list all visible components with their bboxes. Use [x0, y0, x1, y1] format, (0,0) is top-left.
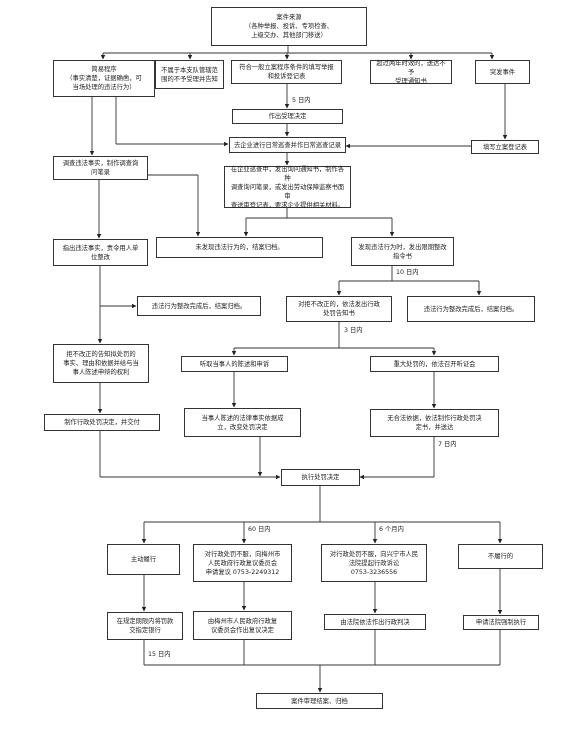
node-no-legal-basis: 无合法依据，依法制作行政处罚决 定书，并送达	[370, 409, 499, 437]
node-fill-case-register: 填写立案登记表	[471, 140, 539, 154]
node-case-closed: 案件审理结案、归档	[256, 693, 383, 709]
node-no-violation-close: 未发现违法行为的，结案归档。	[156, 237, 323, 258]
node-rectified-close-left: 违法行为整改完成后，结案归档。	[137, 296, 261, 316]
label-10-days: 10 日内	[396, 269, 419, 276]
node-hear-statement: 听取当事人的陈述和申诉	[181, 356, 288, 372]
label-15-days: 15 日内	[148, 651, 171, 658]
node-not-in-scope: 不属于本支队管辖范 围的不予受理并告知	[155, 60, 224, 89]
node-apply-review: 对行政处罚不服，向梅州市 人民政府行政复议委员会 申请复议 0753-22493…	[193, 544, 292, 582]
label-7-days: 7 日内	[438, 441, 457, 448]
node-daily-inspection-record: 去企业进行日常巡查并作日常巡查记录	[229, 137, 346, 153]
node-major-penalty-hearing: 重大处罚的，依法召开听证会	[370, 356, 499, 372]
node-notify-penalty-rights: 拒不改正的告知拟处罚的 事实、理由和依据并给与当 事人陈述申辩的权利	[53, 344, 149, 383]
node-refuse-rectify-notice: 对拒不改正的，依法发出行政 处罚告知书	[286, 296, 392, 322]
node-voluntary-performance: 主动履行	[107, 544, 180, 575]
node-found-violation: 发现违法行为时，发出限期整改 指令书	[351, 237, 454, 266]
node-investigate-facts: 调查违法事实，制作调查询 问笔录	[53, 156, 148, 180]
node-facts-established: 当事人陈述的法律事实依据成 立，改变处罚决定	[184, 408, 301, 437]
node-execute-penalty: 执行处罚决定	[281, 469, 360, 486]
label-6-months: 6 个月内	[379, 526, 404, 533]
node-not-perform: 不履行的	[458, 544, 543, 569]
node-sudden-event: 突发事件	[475, 60, 530, 84]
node-general-procedure: 符合一般立案程序条件的填写举报 和投诉登记表	[231, 60, 342, 84]
node-make-penalty-decision: 制作行政处罚决定，并交付	[44, 414, 160, 431]
node-case-source: 案件来源 （各种举报、投诉、专项检查、 上级交办、其他部门移送）	[211, 7, 367, 46]
node-apply-enforcement: 申请法院强制执行	[463, 615, 539, 630]
node-point-out-violation: 指出违法事实，责令用人单 位整改	[53, 239, 148, 266]
node-review-decision: 由梅州市人民政府行政复 议委员会作出复议决定	[193, 611, 292, 640]
node-accept-decision: 作出受理决定	[232, 109, 343, 124]
label-5-days: 5 日内	[292, 97, 311, 104]
label-60-days: 60 日内	[248, 526, 271, 533]
node-pay-fine-bank: 在规定期限内将罚款 交指定银行	[107, 612, 183, 640]
node-simple-procedure: 简易程序 （事实清楚，证据确凿，可 当场处理的违法行为）	[53, 60, 155, 97]
node-inspection-inquiry: 在企业巡查中，发出询问通知书，制作各种 调查询问笔录，或发出劳动保障监察书面审 …	[224, 166, 351, 209]
label-3-days: 3 日内	[344, 327, 363, 334]
node-rectified-close-right: 违法行为整改完成后，结案归档。	[407, 296, 535, 322]
node-file-lawsuit: 对行政处罚不服，向兴宁市人民 法院提起行政诉讼 0753-3236556	[321, 544, 427, 582]
node-over-two-years: 超过两年时效的，送达不予 受理通知书	[370, 60, 452, 85]
node-court-ruling: 由法院依法作出行政判决	[324, 614, 426, 630]
